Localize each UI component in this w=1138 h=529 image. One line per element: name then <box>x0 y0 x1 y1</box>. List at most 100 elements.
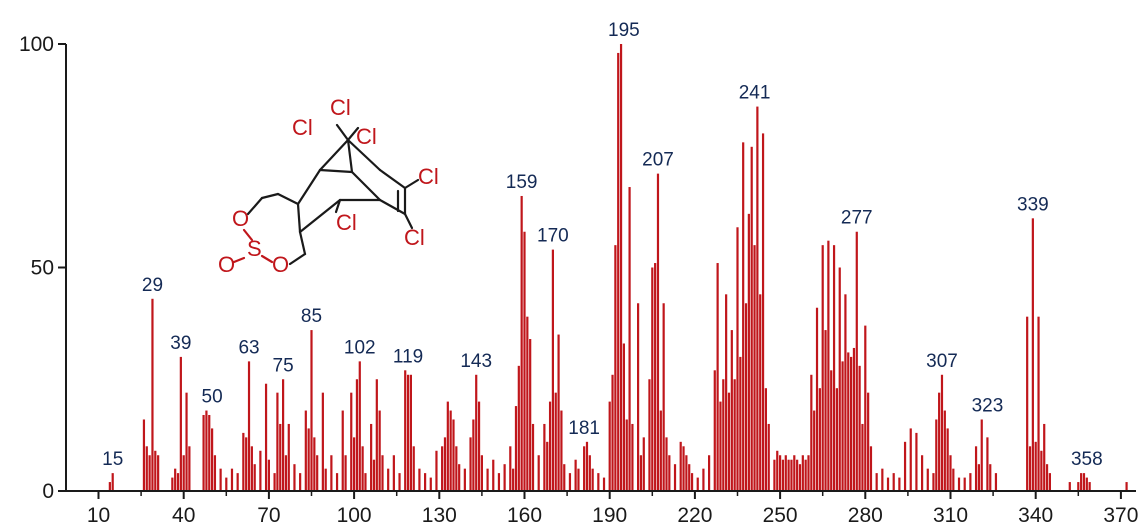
spectrum-bar <box>398 473 401 491</box>
peak-label: 159 <box>506 172 538 193</box>
spectrum-bar <box>648 379 651 491</box>
bond <box>346 138 382 172</box>
spectrum-bar <box>753 245 756 491</box>
bond <box>350 170 382 202</box>
spectrum-bar <box>963 477 966 491</box>
molecular-structure: Cl Cl Cl Cl Cl Cl O O O S <box>218 95 439 277</box>
spectrum-bar <box>520 195 523 492</box>
spectrum-bar <box>949 455 952 491</box>
bond <box>298 230 307 256</box>
spectrum-bar <box>245 437 248 491</box>
spectrum-bar <box>154 450 157 491</box>
spectrum-bar <box>543 423 546 491</box>
spectrum-bar <box>316 455 319 491</box>
bond <box>346 126 360 142</box>
spectrum-bar <box>455 446 458 491</box>
peak-label: 15 <box>102 449 123 470</box>
spectrum-bar <box>801 455 804 491</box>
bond <box>334 198 342 214</box>
spectrum-bar <box>443 437 447 491</box>
spectrum-bar <box>205 410 208 491</box>
spectrum-bar <box>1037 316 1040 491</box>
spectrum-bar <box>852 347 856 491</box>
spectrum-bar <box>486 468 489 491</box>
spectrum-bar <box>512 468 515 491</box>
spectrum-bar <box>449 410 452 491</box>
spectrum-bar <box>628 187 631 492</box>
spectrum-bar <box>611 374 614 491</box>
spectrum-bar <box>909 428 912 491</box>
spectrum-bar <box>267 459 270 491</box>
spectrum-bar <box>838 267 841 491</box>
spectrum-bar <box>585 441 589 491</box>
spectrum-bar <box>282 379 285 491</box>
spectrum-bar <box>864 325 867 491</box>
spectrum-bar <box>1028 446 1032 491</box>
spectrum-bar <box>875 473 878 491</box>
bond <box>378 168 407 190</box>
spectrum-bar <box>475 374 478 491</box>
spectrum-bar <box>631 423 634 491</box>
spectrum-bar <box>776 450 779 491</box>
spectrum-bar <box>938 392 941 491</box>
spectrum-bar <box>832 245 836 491</box>
spectrum-bar <box>725 294 728 491</box>
spectrum-bar <box>602 477 606 491</box>
peak-label: 143 <box>460 351 492 372</box>
x-tick-label: 70 <box>257 504 280 527</box>
spectrum-bar <box>841 361 844 491</box>
spectrum-bar <box>406 374 410 491</box>
x-tick-label: 190 <box>592 504 627 527</box>
spectrum-bar <box>310 330 313 491</box>
spectrum-bar <box>179 356 182 491</box>
spectrum-bar <box>503 464 506 491</box>
spectrum-bar <box>940 374 944 491</box>
spectrum-bar <box>957 477 961 491</box>
spectrum-bar <box>574 459 577 491</box>
bond <box>335 123 350 142</box>
atom-label: S <box>247 236 262 261</box>
spectrum-bar <box>742 142 745 491</box>
spectrum-bar <box>892 473 895 491</box>
spectrum-bar <box>952 468 955 491</box>
atom-label: Cl <box>330 95 351 120</box>
spectrum-bar <box>219 468 222 491</box>
spectrum-bar <box>364 473 367 491</box>
spectrum-bar <box>625 419 628 491</box>
spectrum-bar <box>253 464 256 491</box>
spectrum-bar <box>793 455 796 491</box>
spectrum-bar <box>185 392 188 491</box>
x-tick-label: 220 <box>677 504 712 527</box>
spectrum-bar <box>659 410 662 491</box>
atom-label: O <box>272 252 289 277</box>
peak-label: 29 <box>142 275 163 296</box>
spectrum-bar <box>764 388 767 491</box>
spectrum-bar <box>679 441 682 491</box>
spectrum-bar <box>211 428 214 491</box>
spectrum-bar <box>452 419 455 491</box>
bond <box>403 178 420 190</box>
spectrum-bar <box>546 441 549 491</box>
spectrum-bar <box>915 432 918 491</box>
spectrum-bar <box>469 437 472 491</box>
spectrum-bar <box>716 263 719 491</box>
spectrum-bar <box>702 468 705 491</box>
spectrum-bar <box>355 379 359 491</box>
spectrum-bar <box>1082 473 1086 491</box>
spectrum-bar <box>480 455 483 491</box>
spectrum-bar <box>969 473 972 491</box>
spectrum-bar <box>557 334 560 491</box>
spectrum-bar <box>353 437 356 491</box>
x-tick-label: 250 <box>763 504 798 527</box>
spectrum-bar <box>1068 482 1071 491</box>
bond <box>403 212 414 230</box>
spectrum-bar <box>1043 423 1046 491</box>
spectrum-bar <box>654 263 657 491</box>
spectrum-bar <box>977 464 980 491</box>
peak-label: 323 <box>972 395 1004 416</box>
spectrum-bar <box>279 423 282 491</box>
bond <box>232 256 246 264</box>
